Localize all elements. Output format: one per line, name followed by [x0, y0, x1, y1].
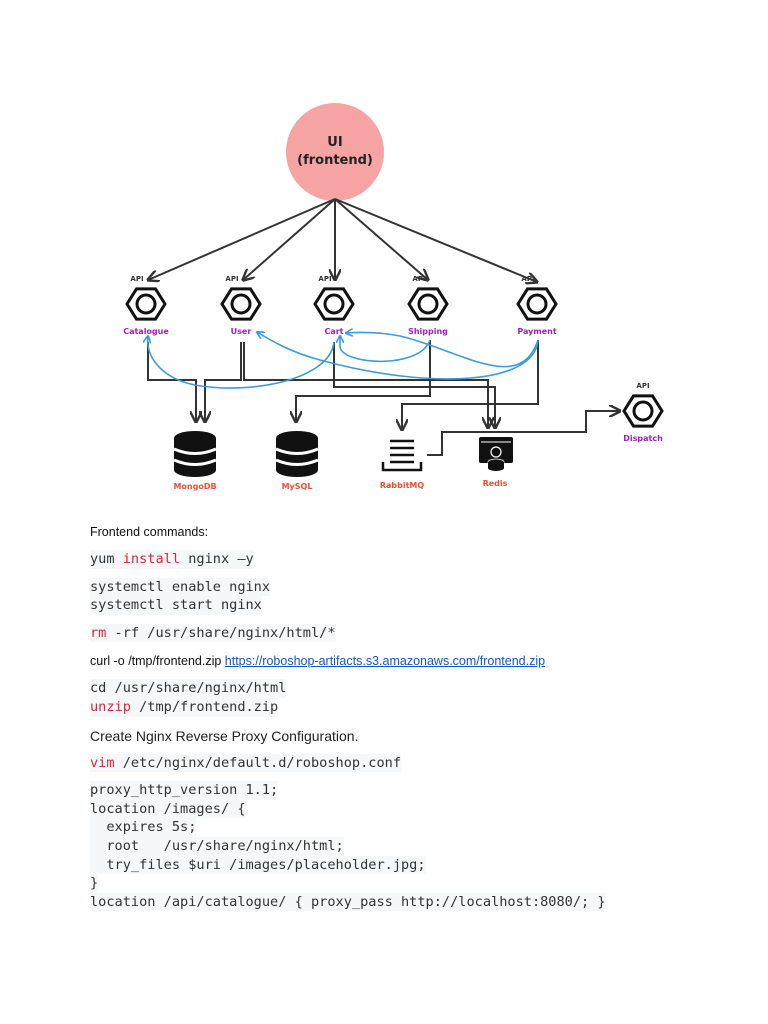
service-label: Dispatch [623, 434, 663, 443]
api-hexagon-icon [516, 287, 558, 321]
service-label: Payment [517, 327, 556, 336]
mongodb-label: MongoDB [173, 482, 216, 491]
curl-text: curl -o /tmp/frontend.zip [90, 654, 225, 669]
arrow-to-user [243, 198, 336, 280]
api-ring-icon [417, 293, 439, 315]
api-hexagon-icon [220, 287, 262, 321]
code-text: -rf /usr/share/nginx/html/* [106, 624, 336, 641]
database-icon [275, 431, 319, 477]
database-icon [173, 431, 217, 477]
user-to-mongodb [205, 342, 242, 422]
service-node-user: API User [220, 275, 262, 336]
rabbitmq-label: RabbitMQ [380, 481, 425, 490]
service-node-dispatch: API Dispatch [622, 382, 664, 443]
catalogue-to-mongodb [147, 342, 196, 422]
config-line: try_files $uri /images/placeholder.jpg; [90, 855, 426, 875]
mysql-node: MySQL [275, 431, 319, 491]
redis-node: Redis [479, 437, 513, 488]
config-line: location /api/catalogue/ { proxy_pass ht… [90, 892, 606, 912]
service-label: Catalogue [123, 327, 169, 336]
queue-icon [381, 439, 423, 472]
install-command: yum install nginx –y [90, 550, 710, 569]
frontend-commands-heading: Frontend commands: [90, 525, 209, 539]
ui-node-title: UI [327, 135, 342, 150]
service-node-cart: API Cart [313, 275, 355, 336]
service-node-payment: API Payment [516, 275, 558, 336]
shipping-to-cart [340, 336, 431, 363]
config-line: root /usr/share/nginx/html; [90, 836, 344, 856]
mysql-label: MySQL [282, 482, 313, 491]
rabbitmq-node: RabbitMQ [380, 439, 425, 490]
arrow-to-catalogue [148, 198, 336, 280]
service-dependencies [148, 332, 539, 389]
api-ring-icon [632, 400, 654, 422]
code-text: yum [90, 551, 123, 567]
code-keyword: vim [90, 754, 115, 771]
config-line: location /images/ { [90, 799, 246, 819]
redis-label: Redis [483, 479, 508, 488]
rm-command: rm -rf /usr/share/nginx/html/* [90, 623, 710, 643]
code-keyword: install [122, 551, 181, 567]
config-line: } [90, 874, 99, 893]
api-label: API [318, 275, 331, 283]
shipping-to-mysql [296, 340, 431, 422]
cart-to-catalogue [148, 336, 335, 389]
api-hexagon-icon [407, 287, 449, 321]
api-ring-icon [526, 293, 548, 315]
service-label: Shipping [408, 327, 448, 336]
api-hexagon-icon [313, 287, 355, 321]
frontend-api-arrows [148, 198, 537, 282]
api-hexagon-icon [622, 394, 664, 428]
cd-command: cd /usr/share/nginx/html [90, 679, 287, 698]
api-label: API [130, 275, 143, 283]
cd-unzip-commands: cd /usr/share/nginx/html unzip /tmp/fron… [90, 679, 710, 717]
api-label: API [225, 275, 238, 283]
api-ring-icon [135, 293, 157, 315]
config-line: proxy_http_version 1.1; [90, 781, 279, 800]
frontend-zip-link[interactable]: https://roboshop-artifacts.s3.amazonaws.… [224, 654, 546, 669]
api-label: API [412, 275, 425, 283]
code-keyword: rm [90, 624, 107, 641]
curl-command: curl -o /tmp/frontend.zip https://robosh… [90, 651, 710, 671]
ui-frontend-node: UI (frontend) [286, 103, 384, 201]
code-text: nginx –y [180, 551, 254, 567]
code-text: /tmp/frontend.zip [130, 698, 279, 715]
cache-server-icon [479, 437, 513, 471]
start-command: systemctl start nginx [90, 596, 262, 615]
payment-to-rabbitmq [402, 340, 539, 430]
enable-command: systemctl enable nginx [90, 577, 271, 597]
arrow-to-payment [334, 198, 537, 282]
api-hexagon-icon [125, 287, 167, 321]
config-line: expires 5s; [90, 818, 197, 837]
payment-to-cart [346, 332, 539, 368]
api-ring-icon [323, 293, 345, 315]
rabbitmq-to-dispatch [427, 411, 620, 456]
service-label: Cart [324, 327, 343, 336]
enable-start-commands: systemctl enable nginx systemctl start n… [90, 577, 710, 615]
code-keyword: unzip [90, 698, 131, 715]
payment-to-user [257, 332, 539, 380]
ui-node-subtitle: (frontend) [297, 153, 373, 168]
api-label: API [521, 275, 534, 283]
cart-to-redis [333, 342, 495, 428]
document-body: Frontend commands: yum install nginx –y … [90, 522, 710, 912]
vim-command: vim /etc/nginx/default.d/roboshop.conf [90, 753, 710, 773]
datastore-connections [147, 340, 620, 456]
code-text: /etc/nginx/default.d/roboshop.conf [114, 754, 402, 771]
proxy-config-heading: Create Nginx Reverse Proxy Configuration… [90, 727, 359, 744]
service-label: User [231, 327, 252, 336]
api-label: API [636, 382, 649, 390]
nginx-config-block: proxy_http_version 1.1;location /images/… [90, 781, 710, 912]
arrow-to-shipping [334, 198, 428, 280]
service-node-shipping: API Shipping [407, 275, 449, 336]
service-node-catalogue: API Catalogue [123, 275, 169, 336]
mongodb-node: MongoDB [173, 431, 217, 491]
api-ring-icon [230, 293, 252, 315]
user-to-redis [243, 342, 488, 428]
architecture-diagram: UI (frontend) APICatalogueAPIUserAPICart… [123, 103, 664, 491]
